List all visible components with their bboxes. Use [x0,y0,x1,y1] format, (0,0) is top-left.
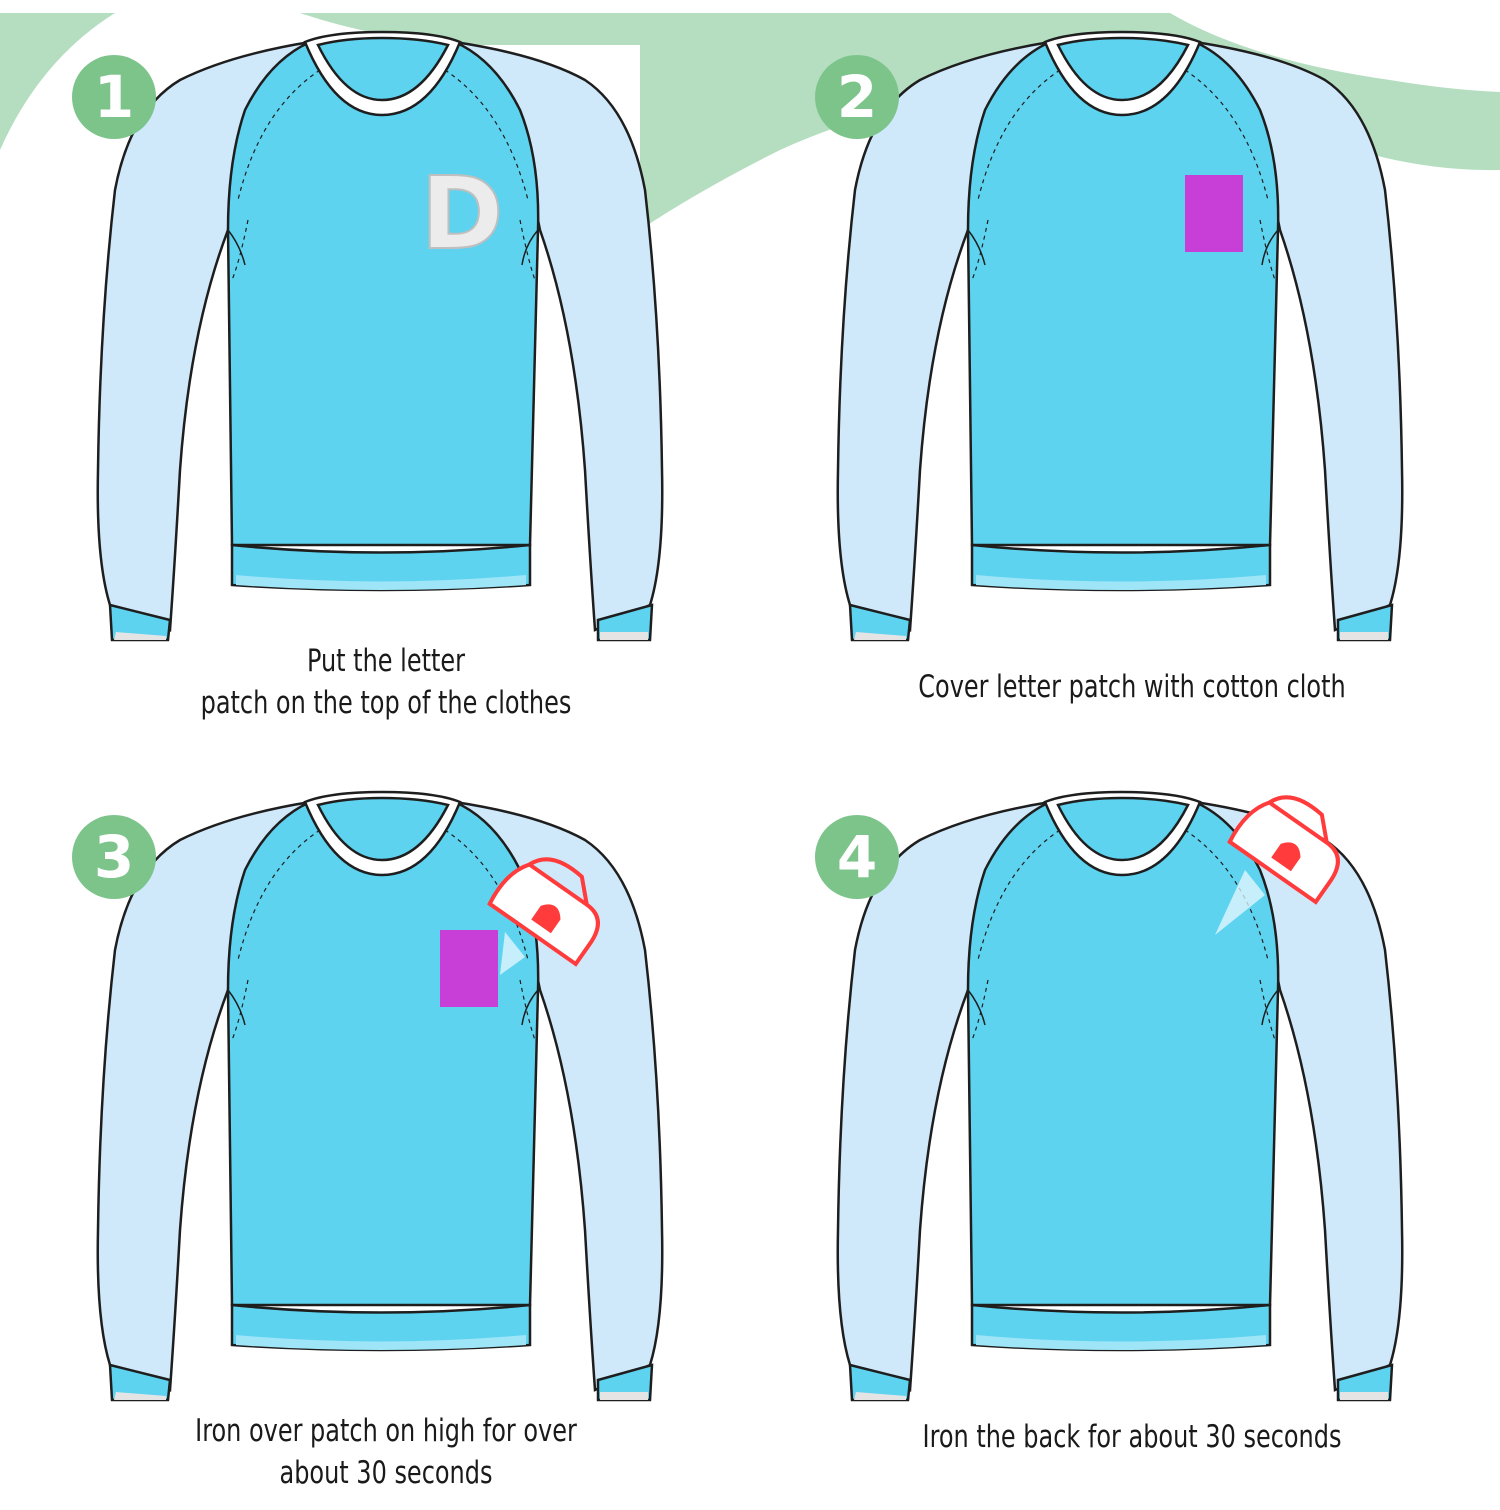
shirt-body [226,40,540,547]
steam-spray [500,932,525,975]
cuff-shadow [854,632,1388,640]
sleeve-fold-lines [227,989,539,1026]
step-number-badge-3: 3 [72,815,156,899]
sweatshirt-illustration [836,790,1404,1402]
patch-letter: D [420,155,503,272]
collar [1043,30,1202,117]
sleeve-fold-lines [967,229,1279,266]
waistband [970,1303,1272,1352]
waistband [970,543,1272,592]
step-number-badge-1: 1 [72,55,156,139]
waistband [230,543,532,592]
cuffs [108,1363,654,1402]
collar [303,30,462,117]
caption-line: about 30 seconds [279,1455,493,1491]
caption-line: Put the letter [306,643,466,679]
caption-line: Iron over patch on high for over [195,1413,577,1449]
sweatshirt-illustration [96,790,664,1402]
shirt-body [226,800,540,1307]
collar [303,790,462,877]
sleeve-fold-lines [967,989,1279,1026]
waistband-shadow [976,575,1266,590]
waistband-shadow [236,1335,526,1350]
seam-stitching [231,829,536,1041]
cotton-cloth-patch [1185,175,1243,252]
right-sleeve [452,800,664,1392]
caption-line: Iron the back for about 30 seconds [922,1419,1342,1455]
collar [1043,790,1202,877]
step-caption-1: Put the letter patch on the top of the cl… [85,640,687,724]
waistband-shadow [236,575,526,590]
step-number-badge-2: 2 [815,55,899,139]
seam-stitching [231,69,536,281]
cotton-cloth-patch [440,930,498,1007]
sweatshirt-illustration: D [96,30,664,642]
caption-line: Cover letter patch with cotton cloth [918,669,1346,705]
step-caption-4: Iron the back for about 30 seconds [831,1416,1433,1458]
shirt-body [966,800,1280,1307]
cuffs [108,603,654,642]
steam-spray [1215,870,1265,935]
sleeve-fold-lines [227,229,539,266]
letter-patch: D [419,154,504,273]
step-number-badge-4: 4 [815,815,899,899]
cuff-shadow [114,1392,648,1400]
iron-icon [487,857,600,967]
sweatshirt-illustration [836,30,1404,642]
waistband-shadow [976,1335,1266,1350]
caption-line: patch on the top of the clothes [200,685,572,721]
shirt-body [966,40,1280,547]
cuff-shadow [854,1392,1388,1400]
cuffs [848,603,1394,642]
right-sleeve [1192,800,1404,1392]
cuff-shadow [114,632,648,640]
right-sleeve [452,40,664,632]
iron-icon [1227,795,1340,905]
seam-stitching [971,829,1276,1041]
seam-stitching [971,69,1276,281]
cuffs [848,1363,1394,1402]
step-caption-2: Cover letter patch with cotton cloth [831,666,1433,708]
step-caption-3: Iron over patch on high for over about 30… [85,1410,687,1494]
right-sleeve [1192,40,1404,632]
waistband [230,1303,532,1352]
